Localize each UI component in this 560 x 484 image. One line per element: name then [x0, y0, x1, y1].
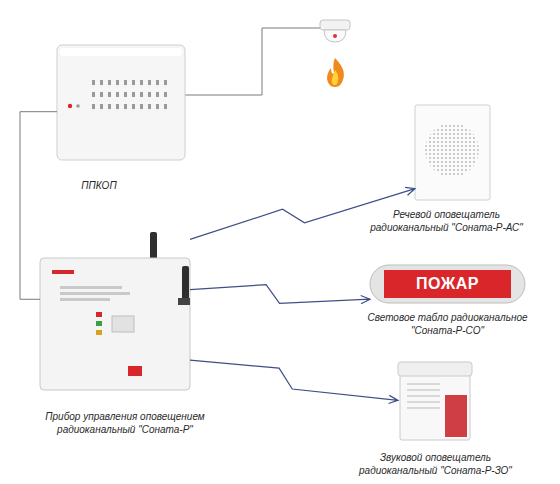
device-node: Речевой оповещатель радиоканальный "Сона…: [415, 105, 490, 200]
device-node: Звуковой оповещатель радиоканальный "Сон…: [398, 362, 473, 442]
fire-flame-core: [332, 70, 339, 85]
sound-siren: [398, 362, 472, 440]
device-node: ППКОП: [57, 45, 185, 160]
fire-flame: [327, 58, 344, 87]
radio-link-arrow: [190, 285, 370, 304]
light-panel: [370, 265, 525, 303]
device-caption: ППКОП: [54, 179, 144, 192]
radio-link-arrow: [190, 187, 415, 239]
device-node: ПОЖАРСветовое табло радиоканальное "Сона…: [370, 265, 525, 303]
speech-announcer: [415, 105, 490, 200]
smoke-detector: [320, 20, 350, 42]
wire-connector: [20, 112, 57, 300]
control-panel: [57, 45, 185, 160]
device-node: Прибор управления оповещением радиоканал…: [40, 228, 190, 390]
device-caption: Прибор управления оповещением радиоканал…: [33, 410, 218, 436]
radio-link-arrow: [190, 360, 398, 403]
device-caption: Звуковой оповещатель радиоканальный "Сон…: [356, 451, 516, 477]
radio-control-device: [40, 232, 190, 390]
device-caption: Речевой оповещатель радиоканальный "Сона…: [362, 208, 532, 234]
detector-wire: [185, 28, 322, 95]
device-caption: Световое табло радиоканальное "Соната-Р-…: [365, 311, 530, 337]
panel-text: ПОЖАР: [370, 265, 525, 303]
